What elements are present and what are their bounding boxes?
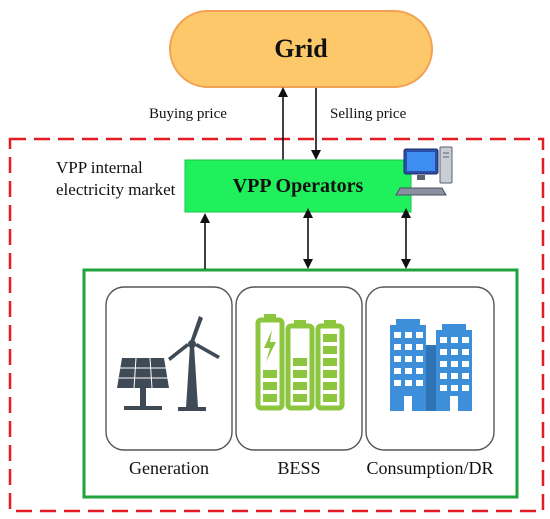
- market-label-line2: electricity market: [56, 180, 176, 199]
- resources-boundary: [82, 268, 519, 499]
- computer-icon: [395, 146, 453, 196]
- battery-icon: [255, 314, 345, 411]
- market-label-line1: VPP internal: [56, 158, 143, 177]
- buying-price-label: Buying price: [149, 106, 227, 122]
- operators-shape: [184, 159, 412, 213]
- solar-wind-icon: [117, 316, 220, 411]
- grid-node-shape: [169, 10, 433, 88]
- grid-label: Grid: [274, 34, 328, 63]
- generation-label: Generation: [129, 458, 209, 478]
- building-icon: [390, 319, 472, 411]
- operators-label: VPP Operators: [232, 174, 364, 197]
- market-label: VPP internal electricity market: [56, 157, 175, 201]
- vpp-boundary: [8, 137, 545, 513]
- selling-price-label: Selling price: [330, 106, 407, 122]
- battery-levels: [263, 330, 337, 402]
- consumption-label: Consumption/DR: [366, 458, 494, 478]
- bess-label: BESS: [277, 458, 321, 478]
